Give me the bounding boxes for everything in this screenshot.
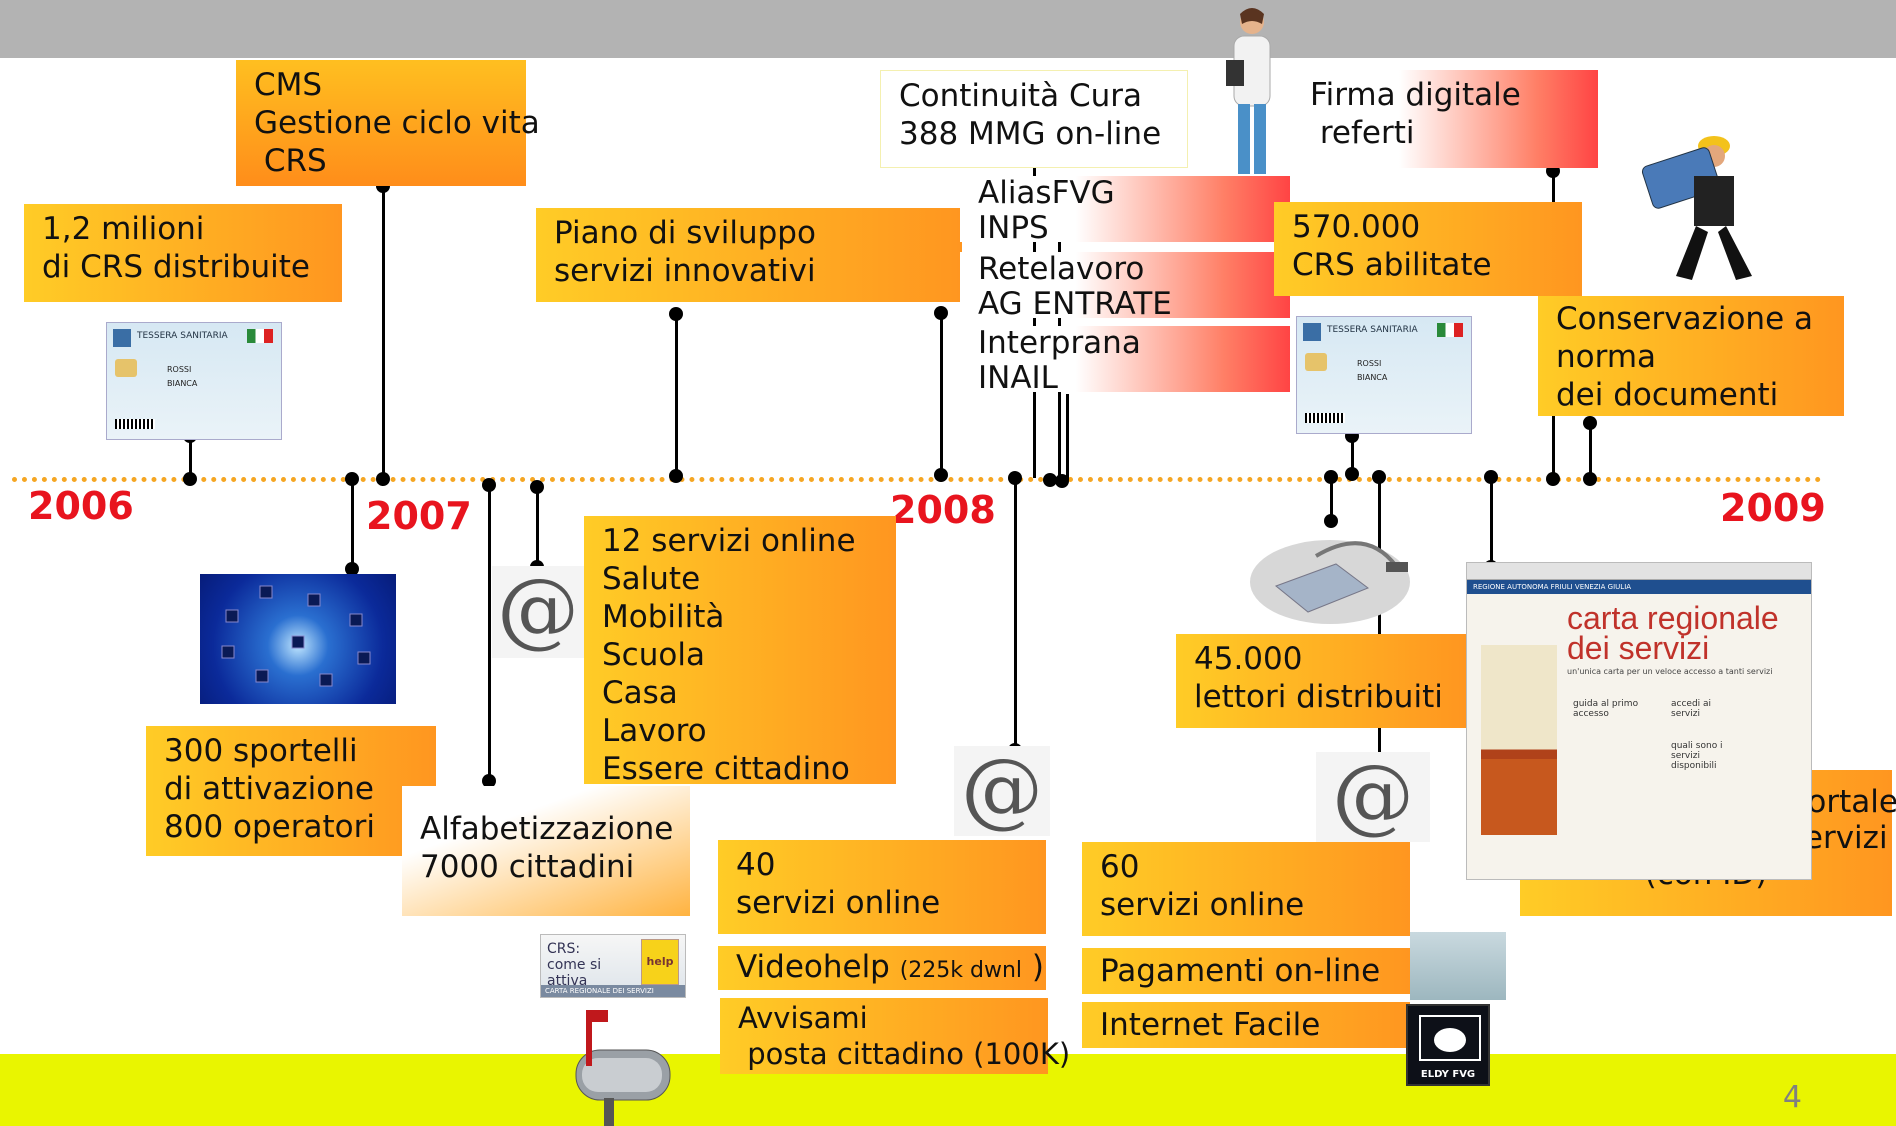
card-reader-icon (1250, 540, 1410, 624)
milestone-alias: AliasFVG INPS (960, 176, 1290, 246)
pointing-hand-icon (1410, 932, 1506, 1000)
milestone-pagamenti: Pagamenti on-line (1082, 948, 1410, 994)
milestone-internet-facile: Internet Facile (1082, 1002, 1410, 1048)
milestone-interprana: Interprana INAIL (960, 326, 1290, 396)
crs-card-image: TESSERA SANITARIA ROSSI BIANCA (106, 322, 282, 440)
milestone-conservazione: Conservazione a norma dei documenti (1538, 296, 1844, 416)
milestone-continuita: Continuità Cura 388 MMG on-line (880, 70, 1188, 168)
worker-figure-icon (1641, 136, 1752, 280)
top-bar (0, 0, 1896, 58)
network-image (200, 574, 396, 704)
milestone-40-servizi: 40 servizi online (718, 840, 1046, 934)
milestone-alfabetizzazione: Alfabetizzazione 7000 cittadini (402, 786, 690, 916)
at-symbol-icon: @ (492, 566, 584, 658)
milestone-videohelp: Videohelp (225k dwnl ) (718, 946, 1046, 990)
milestone-avvisami: Avvisami posta cittadino (100K) (720, 998, 1070, 1074)
timeline-axis (12, 477, 1822, 482)
milestone-12-servizi: 12 servizi online Salute Mobilità Scuola… (584, 516, 896, 787)
milestone-lettori: 45.000 lettori distribuiti (1176, 634, 1466, 728)
doctor-figure-icon (1226, 8, 1271, 174)
milestone-sportelli: 300 sportelli di attivazione 800 operato… (146, 726, 436, 856)
at-symbol-icon: @ (954, 746, 1050, 836)
help-icon: help (641, 939, 679, 985)
milestone-firma: Firma digitale referti (1292, 70, 1598, 168)
milestone-60-servizi: 60 servizi online (1082, 842, 1410, 936)
milestone-piano: Piano di sviluppo servizi innovativi (536, 208, 962, 302)
year-2006: 2006 (28, 484, 134, 528)
milestone-cms: CMS Gestione ciclo vita CRS (236, 60, 540, 186)
crs-card-image: TESSERA SANITARIA ROSSI BIANCA (1296, 316, 1472, 434)
milestone-retelavoro: Retelavoro AG ENTRATE (960, 252, 1290, 322)
year-2007: 2007 (366, 494, 472, 538)
network-icon (221, 585, 371, 687)
milestone-crs-abilitate: 570.000 CRS abilitate (1274, 202, 1582, 296)
milestone-crs-distribuite: 1,2 milioni di CRS distribuite (24, 204, 342, 302)
year-2009: 2009 (1720, 486, 1826, 530)
mailbox-icon (575, 1010, 671, 1126)
page-number: 4 (1782, 1080, 1802, 1115)
portal-screenshot: REGIONE AUTONOMA FRIULI VENEZIA GIULIA c… (1466, 562, 1812, 880)
help-video-thumbnail: CRS: come si attiva help CARTA REGIONALE… (540, 934, 686, 998)
eldy-icon: ELDY FVG (1406, 1004, 1490, 1086)
year-2008: 2008 (890, 488, 996, 532)
at-symbol-icon: @ (1316, 752, 1430, 842)
